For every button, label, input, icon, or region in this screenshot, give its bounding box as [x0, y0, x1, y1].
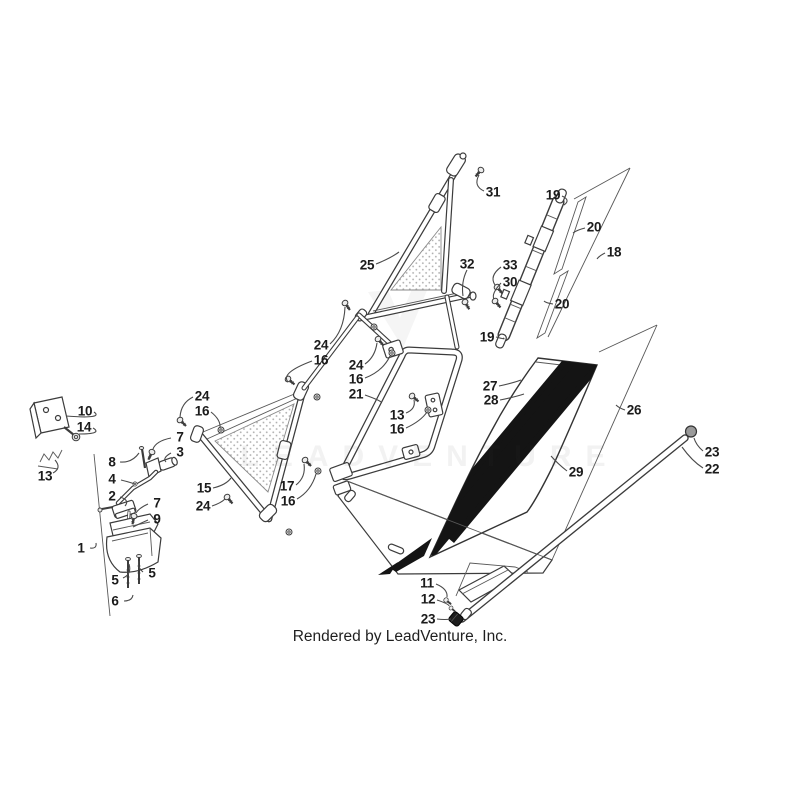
- spring-13: [37, 449, 63, 470]
- part-callout[interactable]: 29: [568, 464, 584, 480]
- sill-tube-22: [448, 425, 698, 627]
- part-callout[interactable]: 3: [176, 444, 184, 460]
- part-callout[interactable]: 7: [176, 429, 184, 445]
- bolt-14: [63, 426, 81, 442]
- part-callout[interactable]: 13: [389, 407, 405, 423]
- leader-lines: [52, 174, 704, 621]
- hinge-bracket-10: [29, 396, 70, 440]
- part-callout[interactable]: 1: [77, 540, 85, 556]
- part-callout[interactable]: 23: [704, 444, 720, 460]
- part-callout[interactable]: 20: [554, 296, 570, 312]
- part-callout[interactable]: 18: [606, 244, 622, 260]
- part-callout[interactable]: 23: [420, 611, 436, 627]
- latch-assembly-1: [93, 446, 178, 617]
- part-callout[interactable]: 27: [482, 378, 498, 394]
- part-callout[interactable]: 2: [108, 488, 116, 504]
- part-callout[interactable]: 31: [485, 184, 501, 200]
- part-callout[interactable]: 24: [194, 388, 210, 404]
- part-callout[interactable]: 4: [108, 471, 116, 487]
- part-callout[interactable]: 26: [626, 402, 642, 418]
- watermark-logo-icon: [368, 288, 428, 348]
- part-callout[interactable]: 28: [483, 392, 499, 408]
- part-callout[interactable]: 5: [111, 572, 119, 588]
- part-callout[interactable]: 5: [148, 565, 156, 581]
- part-callout[interactable]: 22: [704, 461, 720, 477]
- part-callout[interactable]: 11: [420, 575, 434, 591]
- part-callout[interactable]: 24: [313, 337, 329, 353]
- tube-cap-23-black: [448, 611, 464, 627]
- part-callout[interactable]: 7: [153, 495, 161, 511]
- part-callout[interactable]: 19: [545, 187, 561, 203]
- part-callout[interactable]: 20: [586, 219, 602, 235]
- part-callout[interactable]: 8: [108, 454, 116, 470]
- part-callout[interactable]: 15: [196, 480, 212, 496]
- part-callout[interactable]: 12: [420, 591, 436, 607]
- part-callout[interactable]: 25: [359, 257, 375, 273]
- footer-credit: Rendered by LeadVenture, Inc.: [292, 628, 508, 645]
- part-callout[interactable]: 6: [111, 593, 119, 609]
- part-callout[interactable]: 16: [313, 352, 329, 368]
- part-callout[interactable]: 32: [459, 256, 475, 272]
- part-callout[interactable]: 16: [194, 403, 210, 419]
- part-callout[interactable]: 30: [502, 274, 518, 290]
- part-callout[interactable]: 10: [77, 403, 93, 419]
- part-callout[interactable]: 33: [502, 257, 518, 273]
- part-callout[interactable]: 24: [195, 498, 211, 514]
- part-callout[interactable]: 16: [348, 371, 364, 387]
- panel-outline-18: [536, 167, 631, 340]
- part-callout[interactable]: 16: [389, 421, 405, 437]
- part-callout[interactable]: 9: [153, 511, 161, 527]
- part-callout[interactable]: 16: [280, 493, 296, 509]
- bushing-3: [158, 456, 178, 471]
- part-callout[interactable]: 14: [76, 419, 92, 435]
- part-callout[interactable]: 13: [37, 468, 53, 484]
- part-callout[interactable]: 24: [348, 357, 364, 373]
- part-callout[interactable]: 21: [348, 386, 364, 402]
- rail-assembly: [495, 188, 567, 349]
- part-callout[interactable]: 17: [279, 478, 295, 494]
- lower-door-frame-15: [189, 381, 310, 523]
- tube-cap-23: [684, 425, 698, 438]
- upper-door-frame-25: [354, 152, 477, 322]
- part-callout[interactable]: 19: [479, 329, 495, 345]
